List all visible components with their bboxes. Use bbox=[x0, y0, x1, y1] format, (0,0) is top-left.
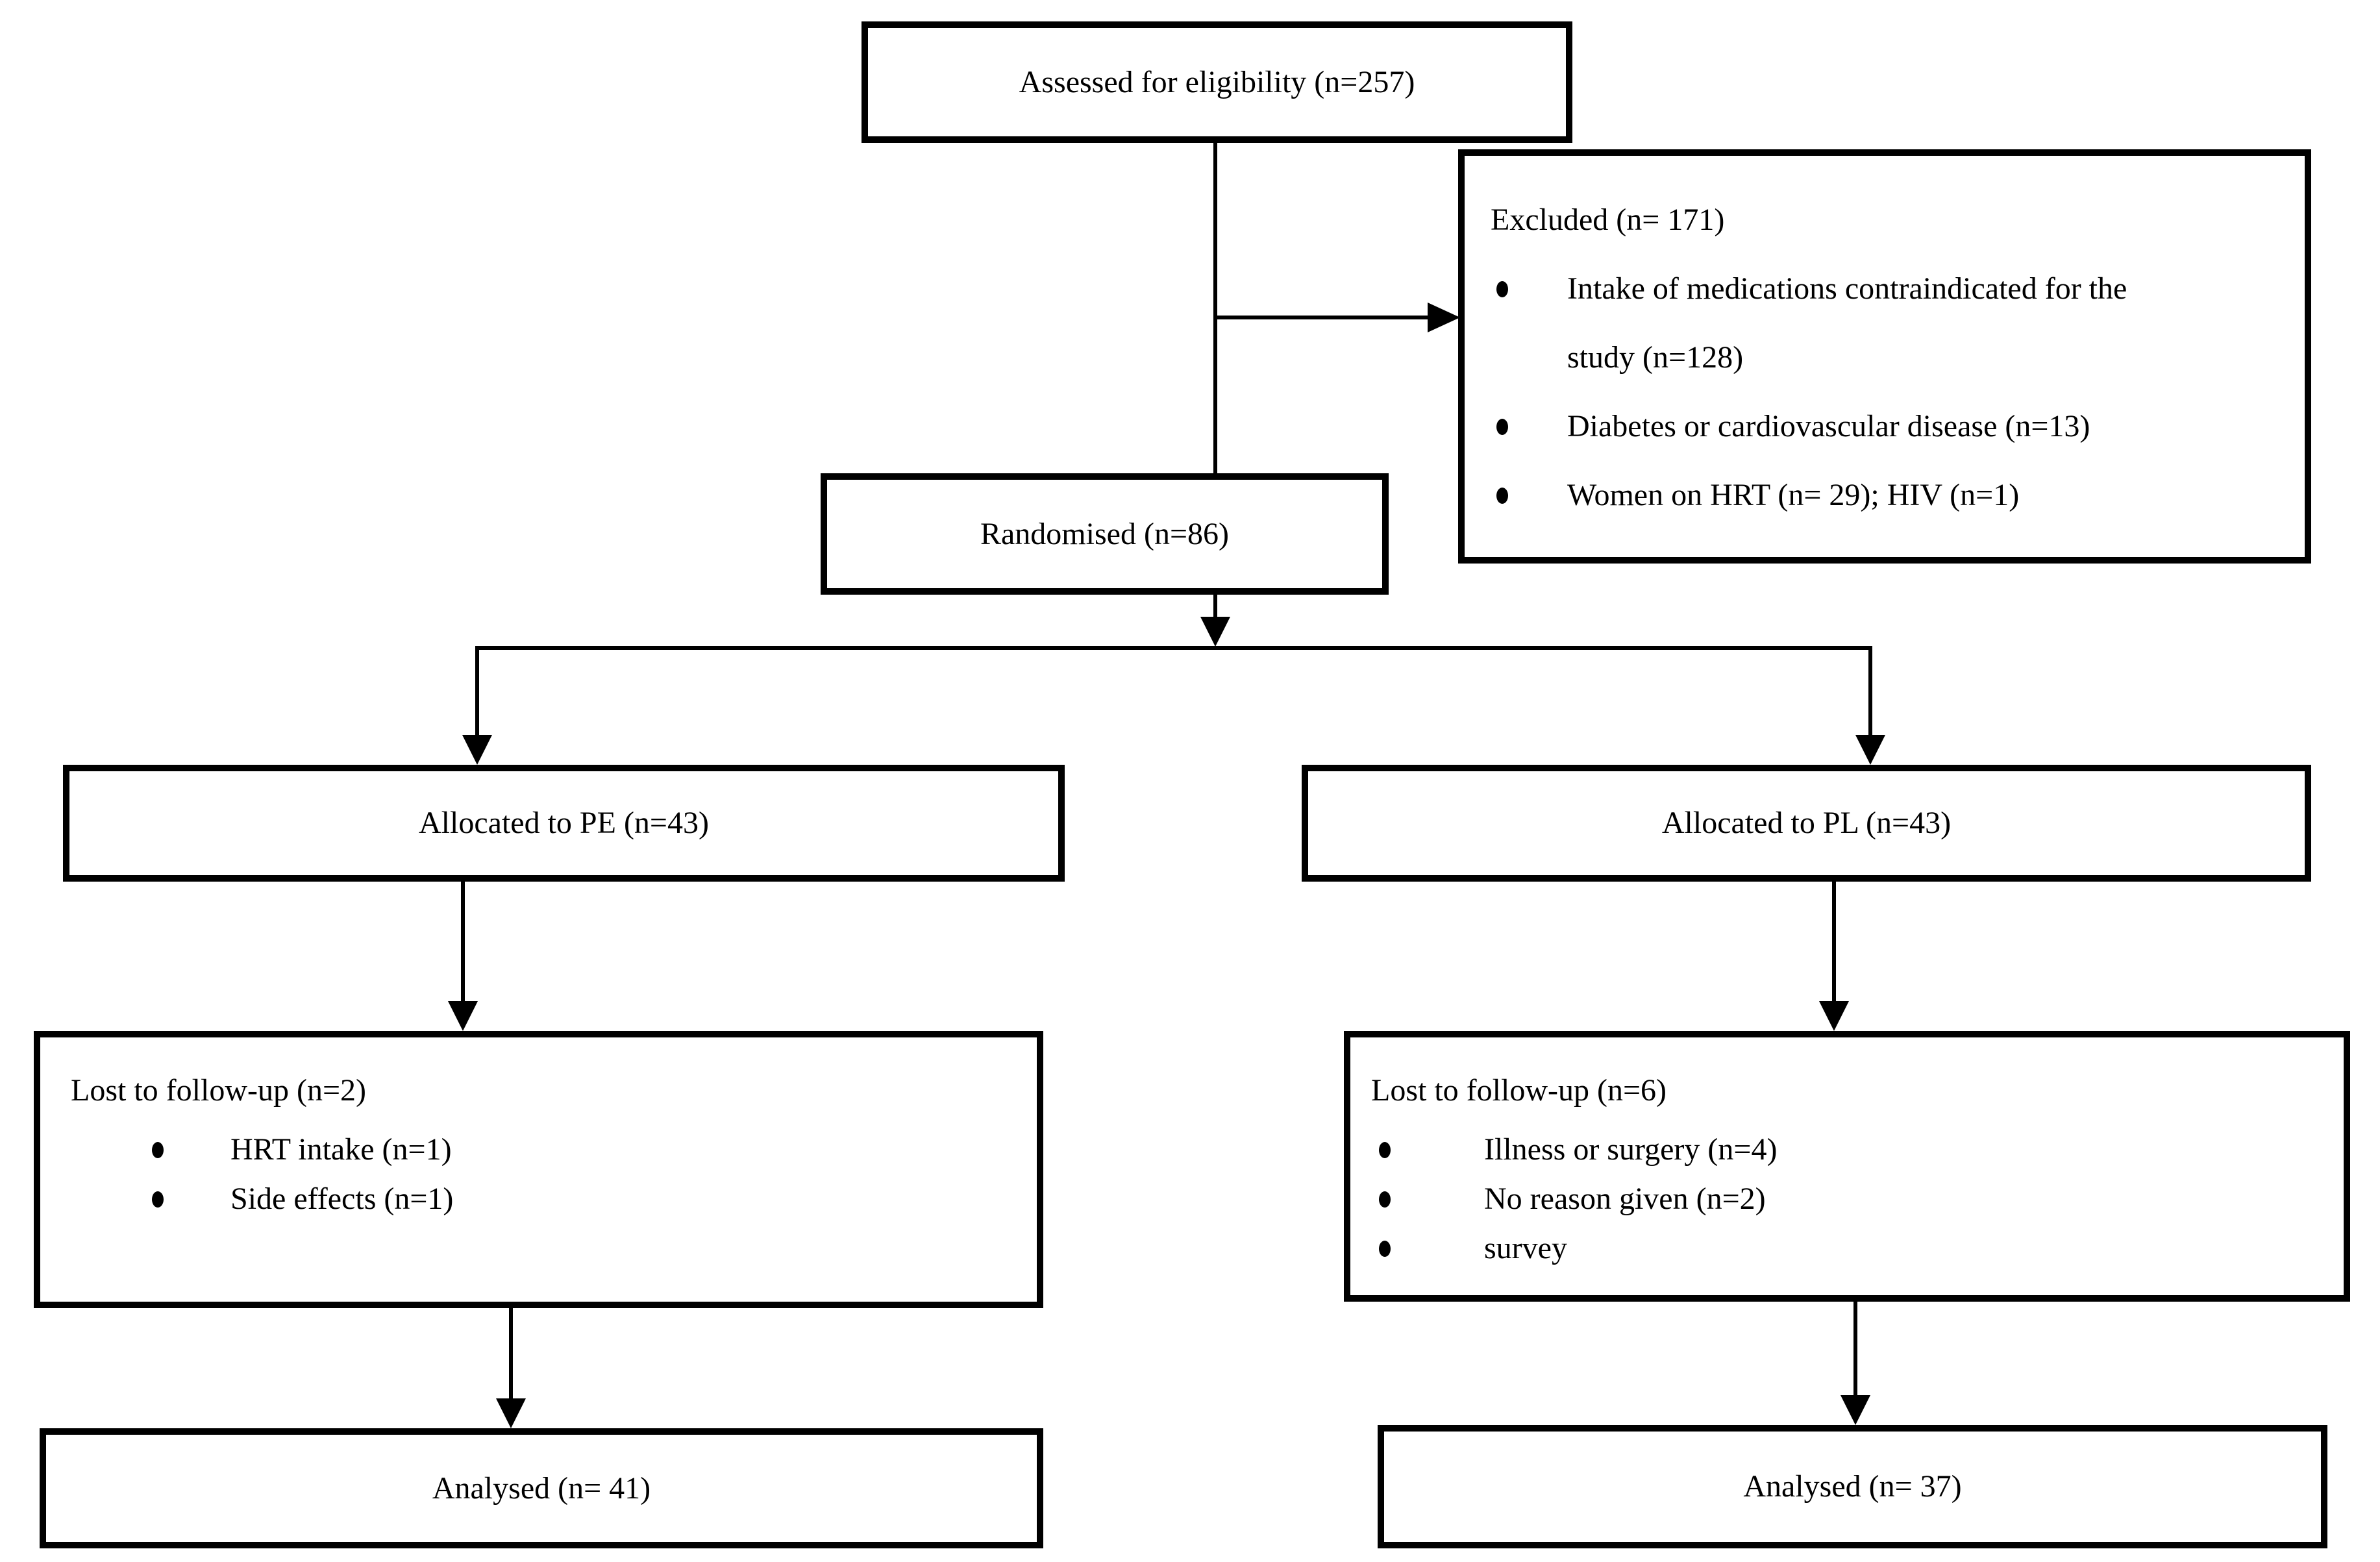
arrowhead-lost-to-analysed-pe bbox=[496, 1398, 526, 1428]
analysed-pe-box: Analysed (n= 41) bbox=[40, 1428, 1043, 1548]
bullet-icon bbox=[1379, 1191, 1391, 1208]
allocated-pl-label: Allocated to PL (n=43) bbox=[1661, 806, 1952, 841]
arrowhead-pl-to-lost bbox=[1819, 1001, 1849, 1031]
lost-pl-reason-item: No reason given (n=2) bbox=[1350, 1174, 2344, 1224]
excluded-title: Excluded (n= 171) bbox=[1491, 203, 1725, 237]
excluded-reasons-list: Intake of medications contraindicated fo… bbox=[1484, 254, 2285, 530]
bullet-icon bbox=[1496, 281, 1508, 297]
excluded-reason-text: Diabetes or cardiovascular disease (n=13… bbox=[1567, 409, 2090, 443]
line-branch-to-pl bbox=[1868, 650, 1872, 735]
lost-pe-reason-text: HRT intake (n=1) bbox=[230, 1132, 452, 1167]
lost-pl-reasons-list: Illness or surgery (n=4) No reason given… bbox=[1350, 1125, 2344, 1273]
branch-line bbox=[475, 646, 1872, 650]
line-to-excluded bbox=[1213, 316, 1428, 319]
bullet-icon bbox=[1496, 488, 1508, 504]
excluded-reason-text: Intake of medications contraindicated fo… bbox=[1567, 271, 2127, 306]
line-lost-to-analysed-pl bbox=[1853, 1302, 1857, 1395]
lost-pe-reason-text: Side effects (n=1) bbox=[230, 1182, 454, 1216]
lost-pl-title: Lost to follow-up (n=6) bbox=[1371, 1073, 1667, 1108]
arrowhead-branch-to-pe bbox=[462, 735, 492, 765]
randomised-box: Randomised (n=86) bbox=[821, 473, 1389, 595]
analysed-pe-label: Analysed (n= 41) bbox=[432, 1470, 651, 1506]
lost-pl-reason-item: survey bbox=[1350, 1224, 2344, 1273]
arrowhead-randomised-to-branch bbox=[1200, 617, 1230, 647]
randomised-label: Randomised (n=86) bbox=[980, 516, 1229, 551]
lost-pl-reason-item: Illness or surgery (n=4) bbox=[1350, 1125, 2344, 1174]
excluded-box: Excluded (n= 171) Intake of medications … bbox=[1458, 149, 2311, 564]
bullet-icon bbox=[1496, 419, 1508, 435]
line-branch-to-pe bbox=[475, 650, 479, 735]
line-pe-to-lost bbox=[461, 882, 465, 1001]
assessed-box: Assessed for eligibility (n=257) bbox=[862, 21, 1572, 143]
excluded-reason-item: Diabetes or cardiovascular disease (n=13… bbox=[1484, 392, 2285, 461]
bullet-icon bbox=[1379, 1241, 1391, 1257]
lost-followup-pl-box: Lost to follow-up (n=6) Illness or surge… bbox=[1344, 1031, 2350, 1302]
arrowhead-branch-to-pl bbox=[1855, 735, 1885, 765]
lost-pe-title: Lost to follow-up (n=2) bbox=[71, 1073, 367, 1108]
line-randomised-to-branch bbox=[1213, 595, 1217, 618]
excluded-reason-text: study (n=128) bbox=[1567, 340, 1744, 375]
lost-pe-reasons-list: HRT intake (n=1) Side effects (n=1) bbox=[40, 1125, 1037, 1224]
analysed-pl-box: Analysed (n= 37) bbox=[1378, 1425, 2327, 1548]
allocated-pl-box: Allocated to PL (n=43) bbox=[1302, 765, 2311, 882]
bullet-icon bbox=[1379, 1142, 1391, 1158]
arrowhead-to-excluded bbox=[1428, 303, 1460, 332]
arrowhead-lost-to-analysed-pl bbox=[1841, 1395, 1870, 1425]
excluded-reason-item: Women on HRT (n= 29); HIV (n=1) bbox=[1484, 461, 2285, 530]
excluded-reason-text: Women on HRT (n= 29); HIV (n=1) bbox=[1567, 478, 2020, 512]
line-lost-to-analysed-pe bbox=[509, 1308, 513, 1398]
bullet-icon bbox=[152, 1142, 164, 1158]
arrowhead-pe-to-lost bbox=[448, 1001, 478, 1031]
assessed-label: Assessed for eligibility (n=257) bbox=[1019, 64, 1415, 99]
allocated-pe-label: Allocated to PE (n=43) bbox=[419, 806, 709, 841]
line-assessed-to-randomised bbox=[1213, 143, 1217, 473]
excluded-reason-item: Intake of medications contraindicated fo… bbox=[1484, 254, 2285, 392]
lost-followup-pe-box: Lost to follow-up (n=2) HRT intake (n=1)… bbox=[34, 1031, 1043, 1308]
line-pl-to-lost bbox=[1832, 882, 1836, 1001]
allocated-pe-box: Allocated to PE (n=43) bbox=[63, 765, 1065, 882]
bullet-icon bbox=[152, 1191, 164, 1208]
lost-pl-reason-text: survey bbox=[1484, 1231, 1567, 1265]
lost-pl-reason-text: No reason given (n=2) bbox=[1484, 1182, 1766, 1216]
lost-pl-reason-text: Illness or surgery (n=4) bbox=[1484, 1132, 1778, 1167]
analysed-pl-label: Analysed (n= 37) bbox=[1743, 1469, 1962, 1504]
lost-pe-reason-item: Side effects (n=1) bbox=[40, 1174, 1037, 1224]
lost-pe-reason-item: HRT intake (n=1) bbox=[40, 1125, 1037, 1174]
